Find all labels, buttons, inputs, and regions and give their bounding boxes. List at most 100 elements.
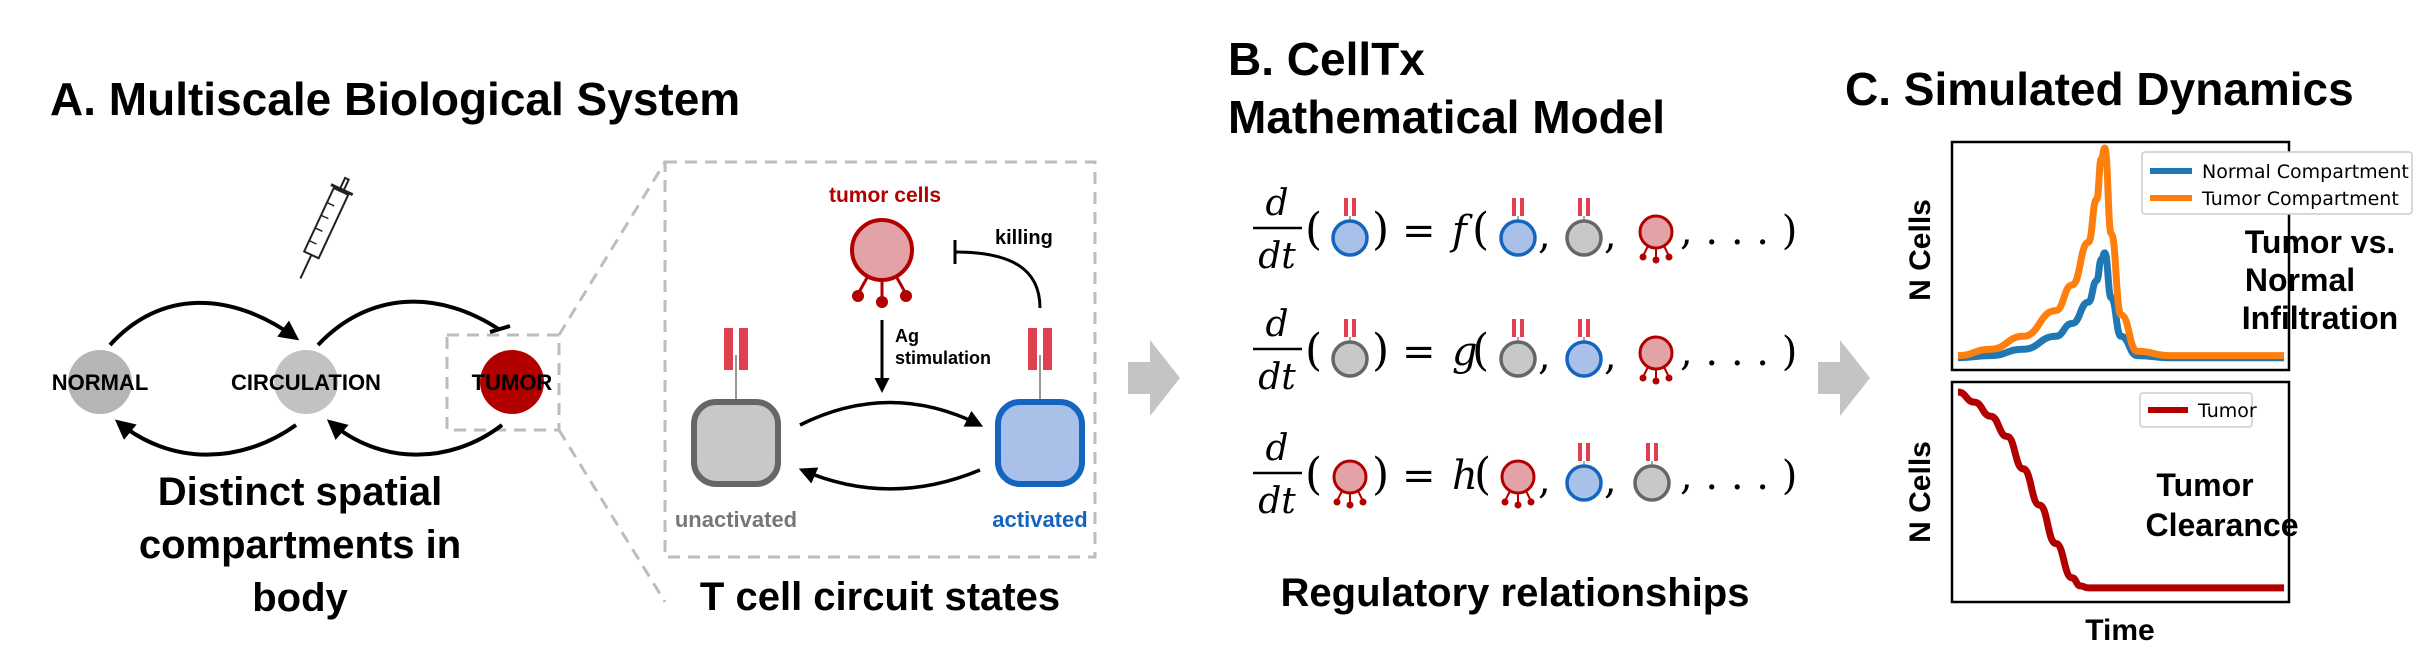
killing-label: killing: [995, 227, 1053, 249]
eq2-open: (: [1305, 325, 1322, 376]
svg-text:,: ,: [1538, 212, 1551, 258]
eq2-open2: (: [1472, 325, 1489, 376]
eq1-arg-tumor-icon: [1638, 214, 1674, 265]
eq1-tail: , . . . ): [1680, 208, 1797, 254]
eq2-d: d: [1265, 304, 1288, 345]
caption-line-2: compartments in: [139, 523, 461, 567]
eq1-close: ): [1372, 204, 1389, 255]
eq3-arg-activated-icon: [1565, 442, 1603, 502]
circulation-label: CIRCULATION: [231, 370, 381, 395]
legend-normal-label: Normal Compartment: [2202, 161, 2409, 183]
eq1-open: (: [1305, 204, 1322, 255]
unactivated-tcell-icon: [691, 328, 781, 487]
flow-arrow-b-to-c: [1818, 340, 1870, 416]
unactivated-label: unactivated: [675, 507, 797, 532]
bottom-plot-xlabel: Time: [2085, 614, 2154, 647]
bottom-annotation-2: Clearance: [2146, 507, 2299, 543]
panel-a: A. Multiscale Biological System NORMAL C…: [50, 73, 1097, 620]
eq2-dt: dt: [1258, 357, 1296, 398]
normal-label: NORMAL: [52, 370, 149, 395]
ag-stim-label-2: stimulation: [895, 348, 991, 368]
eq3-close: ): [1372, 449, 1389, 500]
eq2-close: ): [1372, 325, 1389, 376]
eq2-equals: =: [1402, 329, 1436, 375]
zoom-line-top: [557, 161, 667, 336]
eq3-arg-unactivated-icon: [1633, 442, 1671, 502]
eq3-open: (: [1305, 449, 1322, 500]
eq1-open2: (: [1472, 204, 1489, 255]
series-line-tumor-compartment: [1957, 144, 2284, 360]
activation-arrow: [799, 400, 984, 427]
tumor-node: [480, 350, 544, 414]
eq1-dt: dt: [1258, 236, 1296, 277]
circulation-node: [274, 350, 338, 414]
caption-line-3: body: [252, 576, 348, 620]
eq3-tail: , . . . ): [1680, 453, 1797, 499]
top-plot-legend: Normal Compartment Tumor Compartment: [2141, 151, 2413, 215]
tumor-cell-icon: [850, 218, 914, 308]
svg-text:,: ,: [1538, 333, 1551, 379]
circuit-caption: T cell circuit states: [700, 575, 1060, 619]
svg-text:,: ,: [1604, 212, 1617, 258]
eq3-equals: =: [1402, 453, 1436, 499]
eq2-arg-unactivated-icon: [1499, 318, 1537, 378]
bottom-plot-ylabel: N Cells: [1904, 441, 1937, 543]
zoom-line-bottom: [557, 429, 667, 603]
eq1-equals: =: [1402, 208, 1436, 254]
bottom-annotation-1: Tumor: [2156, 467, 2253, 503]
arrow-normal-to-circulation: [108, 300, 300, 347]
syringe-icon: [299, 176, 354, 279]
top-annotation-1: Tumor vs.: [2245, 224, 2396, 260]
panel-b: B. CellTx Mathematical Model d dt ( ) = …: [1228, 33, 1797, 615]
arrow-circulation-to-normal: [114, 419, 298, 457]
panel-b-title-2: Mathematical Model: [1228, 91, 1665, 143]
eq2-unactivated-tcell-icon: [1331, 318, 1369, 378]
tumor-cells-label: tumor cells: [829, 184, 941, 207]
panel-b-title-1: B. CellTx: [1228, 33, 1425, 85]
eq2-tail: , . . . ): [1680, 329, 1797, 375]
eq3-dt: dt: [1258, 481, 1296, 522]
top-annotation-2: Normal: [2245, 262, 2355, 298]
inhibit-bar-tumor: [489, 324, 511, 334]
eq2-arg-activated-icon: [1565, 318, 1603, 378]
normal-node: [68, 350, 132, 414]
panel-a-title: A. Multiscale Biological System: [50, 73, 740, 125]
eq1-activated-tcell-icon: [1331, 197, 1369, 257]
eq1-func: f: [1449, 208, 1473, 254]
eq3-tumor-icon: [1332, 459, 1368, 510]
panel-c-title: C. Simulated Dynamics: [1845, 63, 2354, 115]
equation-3: d dt ( ) = h ( , , , . . . ): [1253, 428, 1797, 522]
legend-tumor-compartment-label: Tumor Compartment: [2201, 188, 2399, 210]
killing-inhibit-arc: [954, 250, 1042, 309]
tumor-label: TUMOR: [472, 370, 553, 395]
arrow-tumor-to-circulation: [326, 419, 504, 457]
arrow-circulation-to-tumor: [316, 299, 502, 347]
equation-1: d dt ( ) = f ( , , ,: [1253, 183, 1797, 277]
eq3-arg-tumor-icon: [1500, 459, 1536, 510]
bottom-plot-series: [1957, 388, 2284, 592]
legend-tumor-label: Tumor: [2197, 400, 2257, 422]
flow-arrow-a-to-b: [1128, 340, 1180, 416]
eq1-d: d: [1265, 183, 1288, 224]
activated-label: activated: [992, 507, 1087, 532]
activated-tcell-icon: [995, 328, 1085, 487]
tumor-zoom-box: [445, 333, 561, 432]
panel-c: C. Simulated Dynamics N Cells Normal Com…: [1845, 63, 2413, 647]
eq3-open2: (: [1474, 449, 1491, 500]
series-line-tumor: [1957, 388, 2284, 592]
eq2-arg-tumor-icon: [1638, 335, 1674, 386]
top-plot-series: [1957, 144, 2285, 362]
caption-line-1: Distinct spatial: [158, 470, 443, 514]
equation-2: d dt ( ) = g ( , , ,: [1253, 304, 1797, 398]
svg-text:,: ,: [1604, 333, 1617, 379]
deactivation-arrow: [798, 467, 981, 491]
top-plot-ylabel: N Cells: [1904, 199, 1937, 301]
svg-text:,: ,: [1538, 457, 1551, 503]
eq2-func: g: [1452, 329, 1478, 375]
eq3-func: h: [1452, 453, 1478, 499]
eq1-arg-unactivated-icon: [1565, 197, 1603, 257]
eq3-d: d: [1265, 428, 1288, 469]
ag-stim-label-1: Ag: [895, 326, 919, 346]
panel-b-caption: Regulatory relationships: [1281, 571, 1750, 615]
